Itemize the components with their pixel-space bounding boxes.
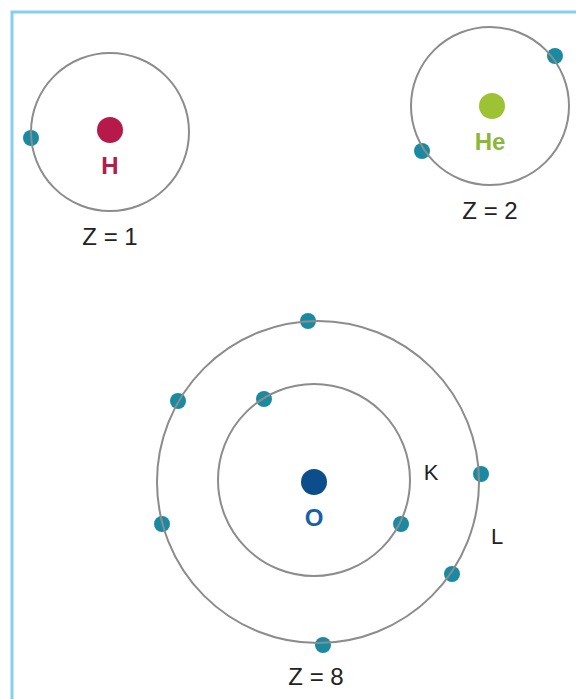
element-symbol: H xyxy=(101,154,118,178)
nucleus xyxy=(479,93,505,119)
frame xyxy=(12,12,576,699)
element-symbol: He xyxy=(475,130,506,154)
atomic-number: Z = 8 xyxy=(288,665,343,689)
electron-shell: HZ = 1 xyxy=(30,52,190,212)
atomic-number: Z = 1 xyxy=(82,225,137,249)
shell-outline xyxy=(30,52,190,212)
shell-label: L xyxy=(491,526,503,548)
nucleus xyxy=(301,469,327,495)
electrons xyxy=(23,48,563,653)
electron-shell: OK xyxy=(217,383,411,577)
shell-outline xyxy=(217,383,411,577)
nucleus xyxy=(97,117,123,143)
shell-label: K xyxy=(424,462,439,484)
shell-outline xyxy=(410,26,570,186)
electron-shell: HeZ = 2 xyxy=(410,26,570,186)
element-symbol: O xyxy=(305,506,324,530)
atomic-number: Z = 2 xyxy=(462,199,517,223)
electron-shell: LZ = 8OK xyxy=(156,320,480,644)
